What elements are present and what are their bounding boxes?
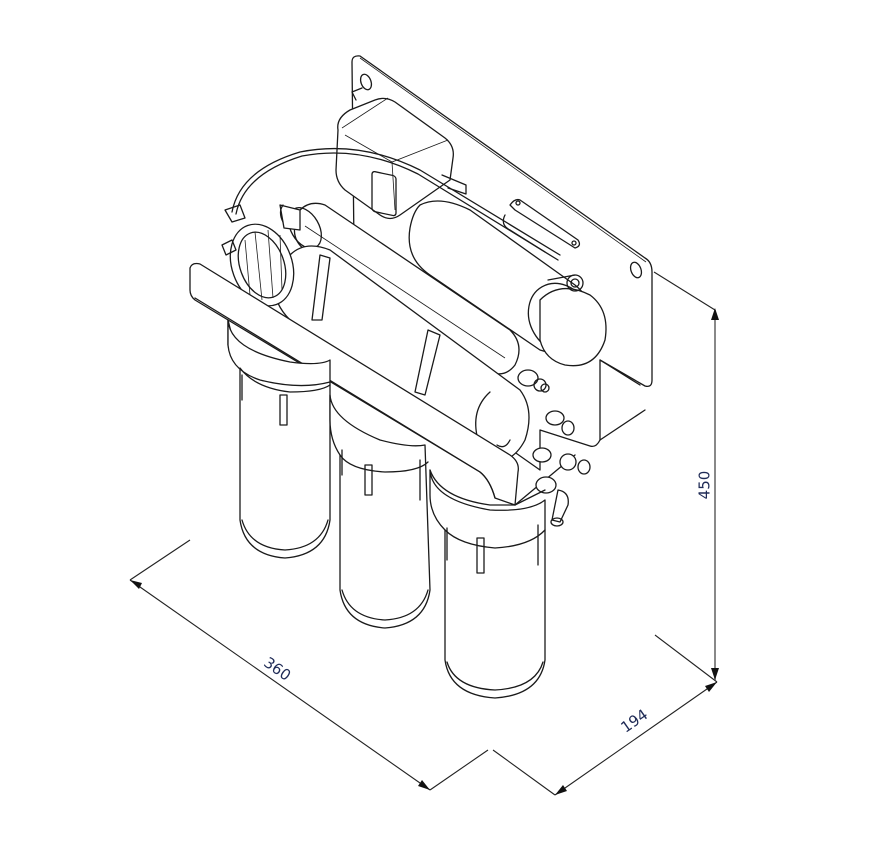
clip: [311, 254, 331, 321]
keyhole-slot-icon: [359, 73, 373, 91]
dimension-depth: [492, 634, 718, 796]
filter-housing-3: [429, 469, 546, 699]
fittings: [532, 410, 591, 527]
dimension-width: [129, 539, 489, 791]
bracket-clip: [509, 198, 581, 249]
tubing: [235, 152, 559, 261]
left-end-cap: [221, 204, 295, 307]
ro-membrane-housing: [408, 198, 607, 367]
keyhole-slot-icon: [629, 261, 643, 279]
pump-box: [335, 87, 467, 220]
filter-housing-2: [329, 394, 431, 629]
clip: [414, 329, 441, 396]
filter-housing-1: [227, 319, 331, 559]
tubing: [231, 147, 561, 256]
post-filter-cartridge: [279, 202, 550, 393]
dimension-label-height: 450: [695, 470, 714, 500]
dimension-height: [653, 271, 719, 680]
